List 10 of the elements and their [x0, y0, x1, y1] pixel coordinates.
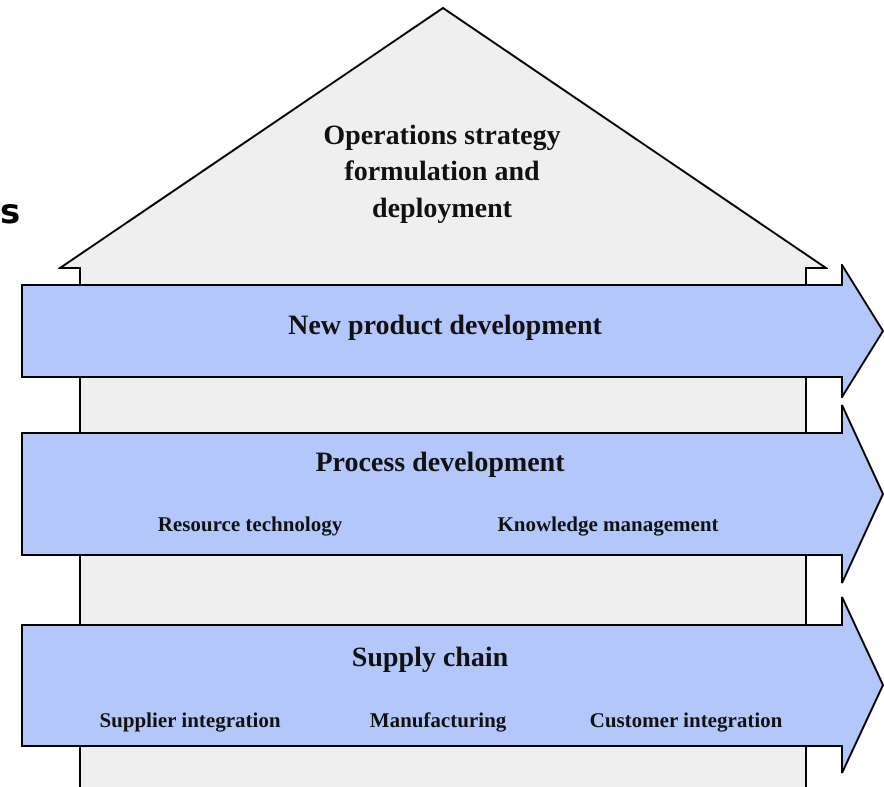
roof-text: Operations strategy formulation and deployment — [322, 119, 562, 226]
band-item: Customer integration — [590, 708, 782, 733]
band-item: Supplier integration — [99, 708, 281, 733]
band-title: Process development — [315, 447, 565, 479]
band-item: Knowledge management — [497, 512, 719, 537]
band-title: New product development — [288, 310, 602, 342]
text-fragment: s — [0, 192, 20, 232]
band-title: Supply chain — [352, 642, 508, 674]
band-item: Manufacturing — [370, 708, 506, 733]
band-item: Resource technology — [158, 512, 342, 537]
